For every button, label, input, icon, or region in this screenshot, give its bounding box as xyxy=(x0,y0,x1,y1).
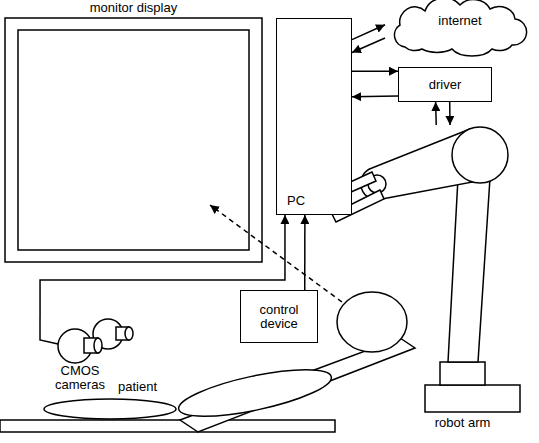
camera-lens xyxy=(125,327,133,340)
patient-legs xyxy=(44,399,176,419)
view-arrow xyxy=(210,205,342,302)
connector-arrow xyxy=(304,215,306,290)
monitor-screen xyxy=(18,30,249,250)
cloud-outline xyxy=(394,0,526,56)
driver-box: driver xyxy=(398,67,492,102)
camera-lens xyxy=(94,338,102,353)
robot-arm: robot arm xyxy=(400,125,525,435)
connector-arrow xyxy=(449,102,451,125)
node-label: control device xyxy=(247,303,311,331)
internet-cloud: internet xyxy=(385,2,535,55)
robot-pedestal xyxy=(440,362,485,385)
connector-arrow xyxy=(352,95,398,97)
connector-arrow xyxy=(435,102,437,125)
robot-column xyxy=(448,178,490,362)
monitor-frame xyxy=(5,18,262,262)
pc-tower: PC xyxy=(276,18,352,215)
node-label: PC xyxy=(287,194,305,208)
connector-arrow xyxy=(352,25,385,40)
monitor-display: monitor display xyxy=(5,0,262,265)
connector-arrow xyxy=(352,38,385,52)
node-label: CMOS cameras xyxy=(45,364,115,392)
patient-torso xyxy=(175,360,335,426)
control-device-box: control device xyxy=(240,290,318,343)
node-label: driver xyxy=(429,78,462,92)
part-label: patient xyxy=(118,380,157,394)
robot-base xyxy=(425,385,520,412)
patient-head xyxy=(337,292,407,352)
cloud-outline xyxy=(385,2,535,55)
connector-arrow xyxy=(352,70,398,72)
camera-cable xyxy=(40,318,58,344)
bed-base xyxy=(0,420,335,432)
node-label: monitor display xyxy=(5,1,262,15)
node-label: robot arm xyxy=(400,416,525,430)
node-label: internet xyxy=(385,14,535,28)
robot-shoulder xyxy=(452,127,508,183)
